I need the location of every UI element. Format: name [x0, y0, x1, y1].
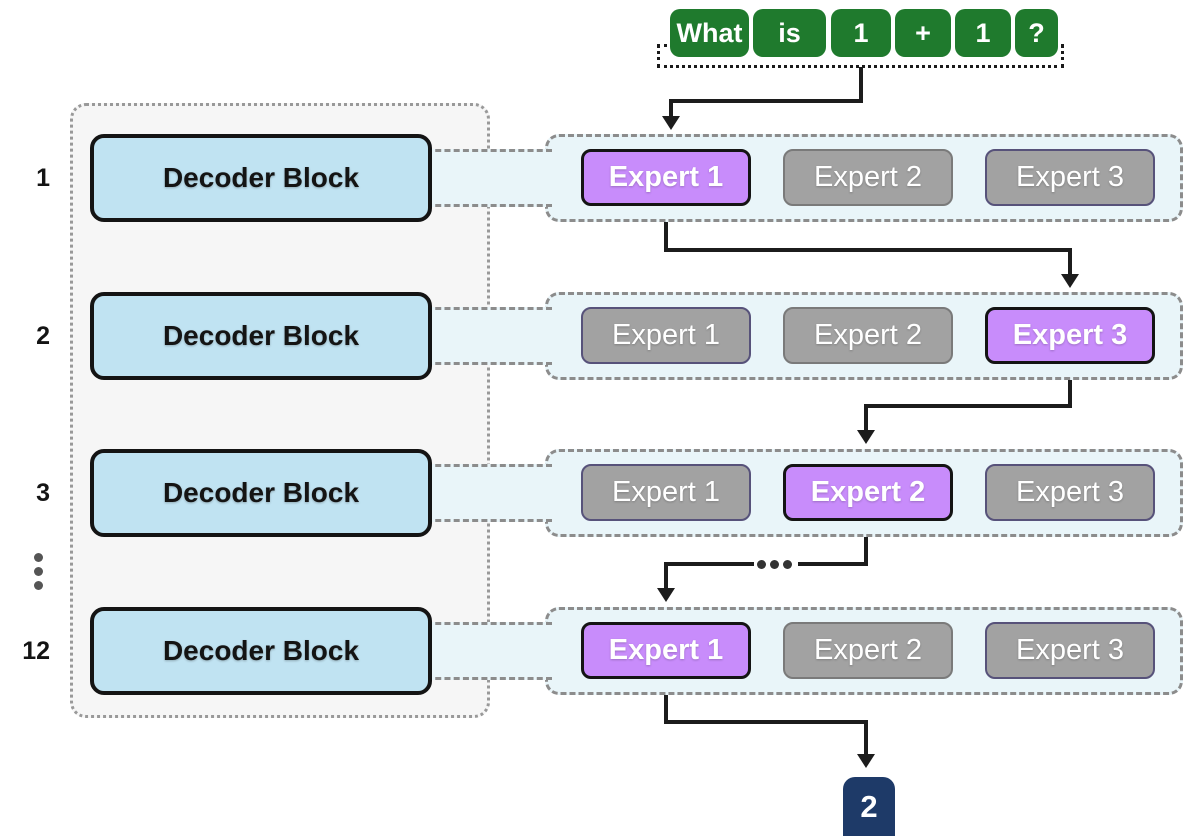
layer2-expert-1: Expert 1: [581, 307, 751, 364]
hidden-layers-ellipsis-dot: [770, 560, 779, 569]
prompt-token-is: is: [753, 9, 826, 57]
prompt-token-1a: 1: [831, 9, 891, 57]
layer12-expert-2: Expert 2: [783, 622, 953, 679]
decoder-block-3: Decoder Block: [90, 449, 432, 537]
arrowhead-icon: [857, 754, 875, 768]
decoder-expert-connector-1: [426, 149, 552, 207]
decoder-expert-connector-2: [426, 307, 552, 365]
layer2-expert-2: Expert 2: [783, 307, 953, 364]
hidden-layers-ellipsis-dot: [783, 560, 792, 569]
prompt-token-plus: +: [895, 9, 951, 57]
layer-number-1: 1: [36, 164, 50, 192]
arrowhead-icon: [662, 116, 680, 130]
layer1-expert-3: Expert 3: [985, 149, 1155, 206]
output-token: 2: [843, 777, 895, 836]
ellipsis-dot: [34, 581, 43, 590]
layer2-expert-3-selected: Expert 3: [985, 307, 1155, 364]
hidden-layers-ellipsis-dot: [757, 560, 766, 569]
layer3-expert-2-selected: Expert 2: [783, 464, 953, 521]
prompt-token-1b: 1: [955, 9, 1011, 57]
layer12-expert-3: Expert 3: [985, 622, 1155, 679]
prompt-token-what: What: [670, 9, 749, 57]
arrowhead-icon: [1061, 274, 1079, 288]
decoder-block-12: Decoder Block: [90, 607, 432, 695]
layer3-expert-1: Expert 1: [581, 464, 751, 521]
decoder-block-2: Decoder Block: [90, 292, 432, 380]
layer12-expert-1-selected: Expert 1: [581, 622, 751, 679]
layer3-expert-3: Expert 3: [985, 464, 1155, 521]
arrowhead-icon: [657, 588, 675, 602]
layer-number-2: 2: [36, 322, 50, 350]
layer1-expert-1-selected: Expert 1: [581, 149, 751, 206]
decoder-expert-connector-3: [426, 464, 552, 522]
layer-number-12: 12: [22, 637, 50, 665]
layer1-expert-2: Expert 2: [783, 149, 953, 206]
arrowhead-icon: [857, 430, 875, 444]
decoder-expert-connector-12: [426, 622, 552, 680]
decoder-block-1: Decoder Block: [90, 134, 432, 222]
ellipsis-dot: [34, 553, 43, 562]
ellipsis-dot: [34, 567, 43, 576]
prompt-token-q: ?: [1015, 9, 1058, 57]
layer-number-3: 3: [36, 479, 50, 507]
